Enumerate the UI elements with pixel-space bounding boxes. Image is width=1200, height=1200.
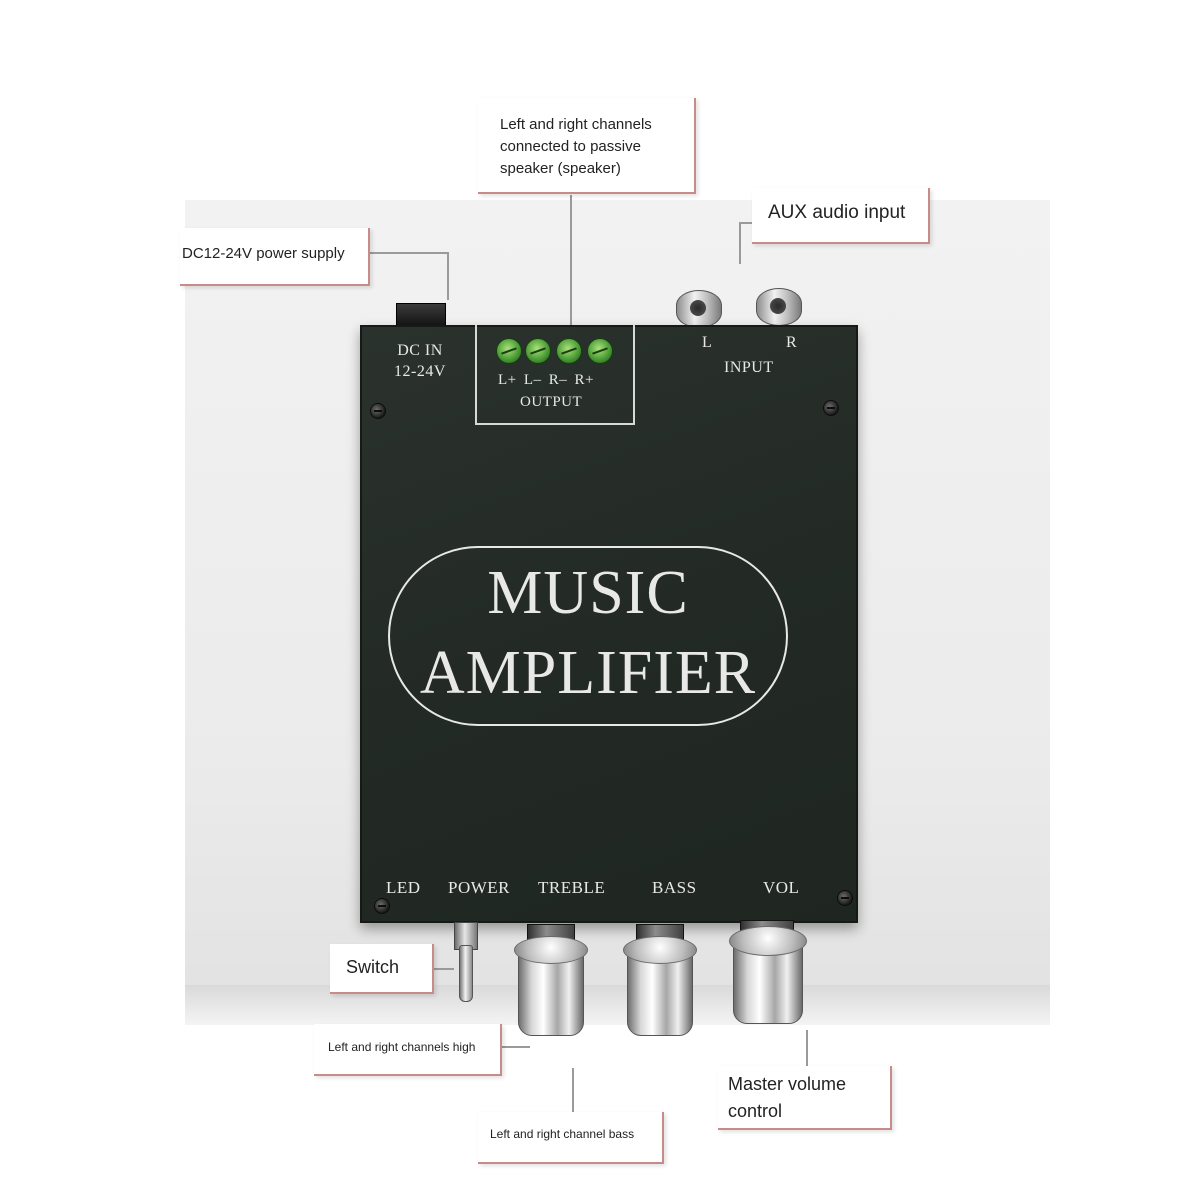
rca-jack-icon	[676, 290, 722, 328]
terminal-labels: L+ L– R– R+	[498, 372, 595, 388]
terminal-icon	[556, 338, 582, 364]
callout-speaker-output: Left and right channels connected to pas…	[478, 98, 696, 194]
bass-knob-cap	[623, 936, 697, 964]
callout-switch: Switch	[330, 944, 434, 994]
leader-line-bass	[572, 1068, 574, 1112]
callout-volume: Master volume control	[718, 1066, 892, 1130]
callout-speaker-output-line1: Left and right channels	[500, 116, 652, 133]
callout-treble: Left and right channels high	[314, 1024, 502, 1076]
terminal-icon	[496, 338, 522, 364]
title-line2: AMPLIFIER	[419, 639, 757, 707]
power-label: POWER	[448, 878, 510, 897]
treble-knob-cap	[514, 936, 588, 964]
rca-jack-icon	[756, 288, 802, 326]
input-label: INPUT	[724, 359, 774, 376]
callout-treble-text: Left and right channels high	[328, 1040, 476, 1054]
dc-in-line2: 12-24V	[394, 363, 446, 380]
screw-icon	[823, 400, 839, 416]
input-r-label: R	[786, 334, 798, 351]
callout-volume-line1: Master volume	[728, 1074, 847, 1094]
leader-line-output	[570, 195, 572, 325]
treble-label: TREBLE	[538, 878, 606, 897]
leader-line-aux	[739, 222, 741, 264]
leader-line-power-h	[370, 252, 448, 254]
leader-line-power	[447, 252, 449, 300]
screw-icon	[374, 898, 390, 914]
callout-switch-text: Switch	[346, 957, 400, 977]
callout-volume-line2: control	[728, 1101, 783, 1121]
volume-knob-cap	[729, 926, 807, 956]
leader-line-volume	[806, 1030, 808, 1068]
title-line1: MUSIC	[487, 559, 689, 627]
title-frame	[388, 546, 788, 726]
output-label: OUTPUT	[520, 394, 583, 410]
dc-jack-icon	[396, 303, 446, 329]
callout-power-supply-text: DC12-24V power supply	[182, 245, 345, 262]
bass-label: BASS	[652, 878, 697, 897]
leader-line-treble	[500, 1046, 530, 1048]
input-l-label: L	[702, 334, 713, 351]
dc-in-label: DC IN 12-24V	[390, 340, 450, 382]
leader-line-switch	[432, 968, 454, 970]
terminal-icon	[525, 338, 551, 364]
vol-label: VOL	[763, 878, 800, 897]
callout-speaker-output-line3: speaker (speaker)	[500, 160, 621, 177]
output-terminal-block	[475, 325, 635, 425]
screw-icon	[370, 403, 386, 419]
callout-bass-text: Left and right channel bass	[490, 1127, 635, 1141]
led-label: LED	[386, 878, 421, 897]
toggle-switch-icon[interactable]	[459, 945, 473, 1002]
callout-speaker-output-line2: connected to passive	[500, 138, 641, 155]
callout-aux-input: AUX audio input	[752, 188, 930, 244]
leader-line-aux-h	[739, 222, 753, 224]
terminal-icon	[587, 338, 613, 364]
callout-aux-input-text: AUX audio input	[768, 202, 906, 223]
dc-in-line1: DC IN	[397, 342, 443, 359]
callout-power-supply: DC12-24V power supply	[180, 228, 370, 286]
photo-floor	[185, 985, 1050, 1025]
screw-icon	[837, 890, 853, 906]
callout-bass: Left and right channel bass	[478, 1112, 664, 1164]
